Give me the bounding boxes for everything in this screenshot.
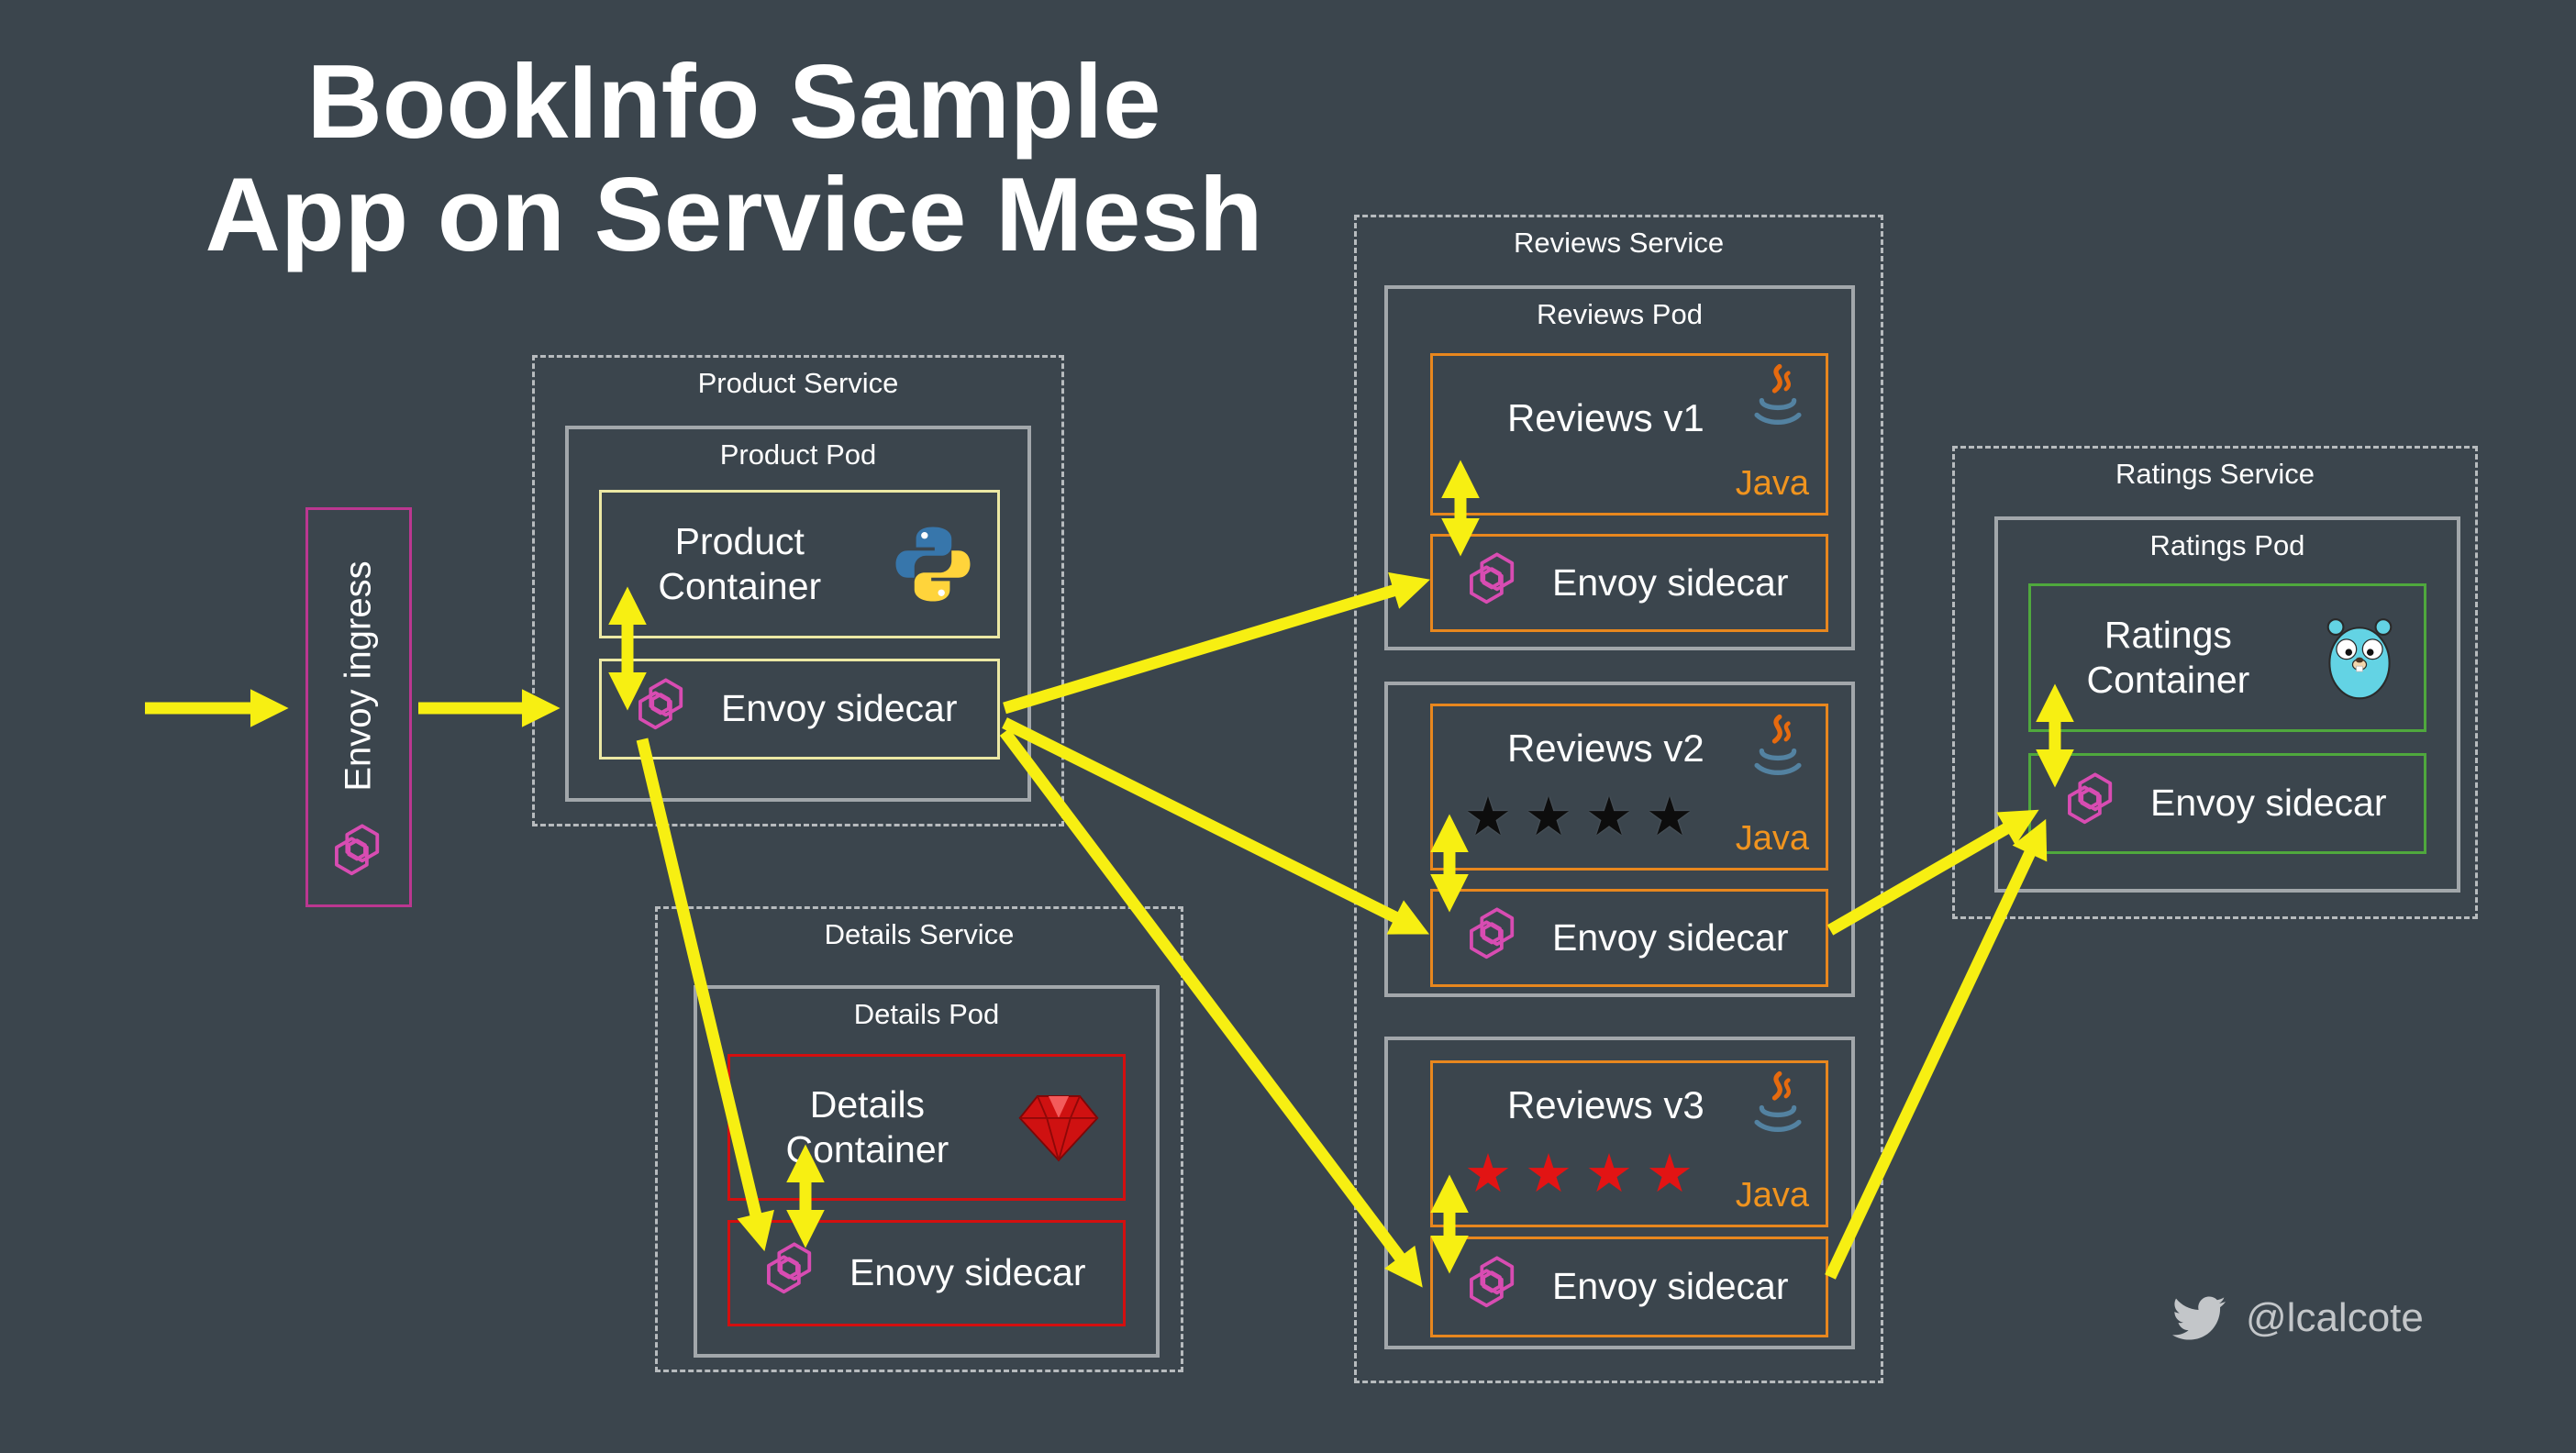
product-envoy-sidecar: Envoy sidecar bbox=[599, 659, 1000, 760]
envoy-icon bbox=[756, 1238, 826, 1308]
rating-stars-black: ★★★★ bbox=[1464, 787, 1706, 847]
ratings-container: Ratings Container bbox=[2028, 583, 2426, 732]
rating-stars-red: ★★★★ bbox=[1464, 1144, 1706, 1203]
envoy-ingress-label: Envoy ingress bbox=[338, 560, 379, 792]
details-container: Details Container bbox=[727, 1054, 1126, 1201]
reviews-v1-container: Reviews v1 Java bbox=[1430, 353, 1828, 516]
reviews-v1-envoy-sidecar: Envoy sidecar bbox=[1430, 534, 1828, 632]
title-line-2: App on Service Mesh bbox=[205, 157, 1263, 274]
details-pod-label: Details Pod bbox=[853, 998, 1000, 1030]
details-envoy-sidecar: Enovy sidecar bbox=[727, 1220, 1126, 1326]
reviews-v2-label: Reviews v2 bbox=[1506, 726, 1704, 770]
gopher-icon bbox=[2317, 616, 2402, 700]
reviews-pod-label: Reviews Pod bbox=[1537, 298, 1703, 330]
reviews-service: Reviews Service Reviews Pod Reviews v1 J… bbox=[1354, 215, 1883, 1383]
reviews-pod-v3: Reviews v3 ★★★★ Java Envoy sidecar bbox=[1384, 1037, 1855, 1349]
page-title: BookInfo Sample App on Service Mesh bbox=[165, 46, 1303, 272]
product-service: Product Service Product Pod Product Cont… bbox=[532, 355, 1064, 826]
reviews-v3-sidecar-label: Envoy sidecar bbox=[1552, 1265, 1789, 1308]
envoy-icon bbox=[2057, 769, 2126, 838]
details-pod: Details Pod Details Container Enovy side… bbox=[694, 985, 1160, 1358]
ratings-sidecar-label: Envoy sidecar bbox=[2150, 782, 2387, 825]
product-pod-label: Product Pod bbox=[719, 438, 877, 471]
reviews-v1-sidecar-label: Envoy sidecar bbox=[1552, 560, 1789, 604]
reviews-v3-label: Reviews v3 bbox=[1506, 1083, 1704, 1126]
ratings-container-label: Ratings Container bbox=[2086, 613, 2250, 701]
twitter-icon bbox=[2172, 1292, 2226, 1345]
details-service-label: Details Service bbox=[824, 918, 1015, 950]
twitter-handle: @lcalcote bbox=[2246, 1295, 2424, 1340]
reviews-v2-sidecar-label: Envoy sidecar bbox=[1552, 915, 1789, 959]
java-runtime-label: Java bbox=[1735, 819, 1809, 858]
python-icon bbox=[891, 522, 975, 606]
envoy-icon bbox=[627, 674, 697, 744]
product-service-label: Product Service bbox=[697, 367, 899, 399]
ratings-pod-label: Ratings Pod bbox=[2149, 529, 2305, 561]
details-container-label: Details Container bbox=[785, 1082, 949, 1170]
java-icon bbox=[1749, 363, 1807, 431]
envoy-icon bbox=[1459, 549, 1528, 618]
java-runtime-label: Java bbox=[1735, 464, 1809, 503]
title-line-1: BookInfo Sample bbox=[306, 44, 1161, 161]
details-sidecar-label: Enovy sidecar bbox=[849, 1251, 1086, 1294]
details-service: Details Service Details Pod Details Cont… bbox=[655, 906, 1183, 1372]
reviews-pod-v2: Reviews v2 ★★★★ Java Envoy sidecar bbox=[1384, 682, 1855, 997]
reviews-pod-v1: Reviews Pod Reviews v1 Java Envoy sideca… bbox=[1384, 285, 1855, 650]
java-icon bbox=[1749, 1070, 1807, 1138]
reviews-service-label: Reviews Service bbox=[1513, 227, 1725, 259]
ruby-icon bbox=[1016, 1085, 1101, 1170]
envoy-icon bbox=[324, 820, 394, 890]
java-runtime-label: Java bbox=[1735, 1176, 1809, 1215]
ratings-envoy-sidecar: Envoy sidecar bbox=[2028, 753, 2426, 854]
reviews-v2-container: Reviews v2 ★★★★ Java bbox=[1430, 704, 1828, 871]
reviews-v3-container: Reviews v3 ★★★★ Java bbox=[1430, 1060, 1828, 1227]
twitter-credit: @lcalcote bbox=[2172, 1292, 2424, 1345]
product-pod: Product Pod Product Container Envoy side… bbox=[565, 426, 1031, 802]
product-container-label: Product Container bbox=[658, 519, 822, 607]
reviews-v2-envoy-sidecar: Envoy sidecar bbox=[1430, 889, 1828, 987]
envoy-ingress-box: Envoy ingress bbox=[305, 507, 412, 907]
envoy-icon bbox=[1459, 1252, 1528, 1322]
ratings-service-label: Ratings Service bbox=[2115, 458, 2315, 490]
reviews-v1-label: Reviews v1 bbox=[1506, 396, 1704, 439]
java-icon bbox=[1749, 714, 1807, 782]
envoy-icon bbox=[1459, 904, 1528, 973]
ratings-service: Ratings Service Ratings Pod Ratings Cont… bbox=[1952, 446, 2478, 919]
ratings-pod: Ratings Pod Ratings Container Envoy side… bbox=[1994, 516, 2460, 893]
product-container: Product Container bbox=[599, 490, 1000, 638]
reviews-v3-envoy-sidecar: Envoy sidecar bbox=[1430, 1237, 1828, 1337]
product-sidecar-label: Envoy sidecar bbox=[721, 687, 958, 730]
